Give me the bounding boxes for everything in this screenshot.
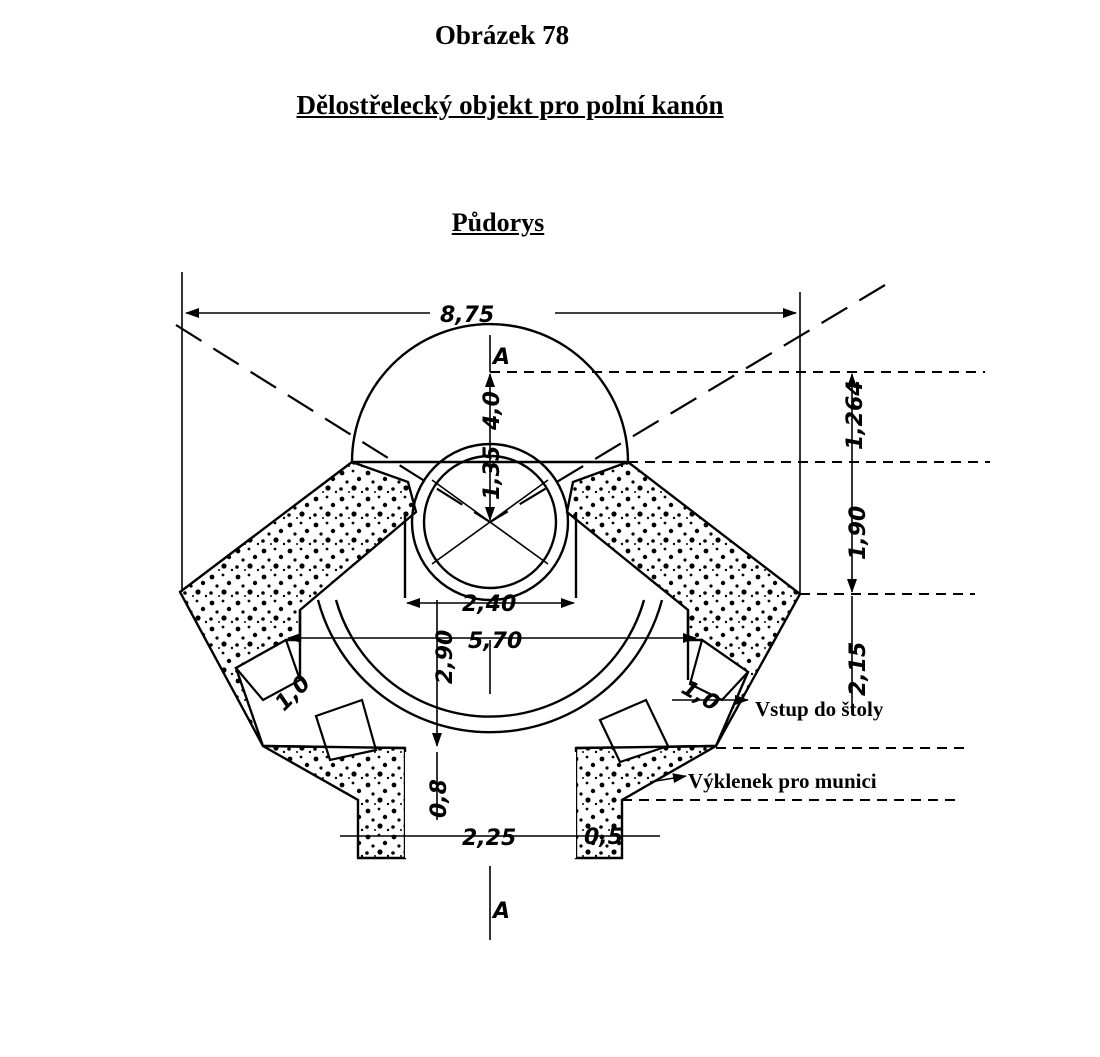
dim-rear-top: 1,264	[843, 380, 868, 450]
dim-total-width: 8,75	[440, 303, 494, 328]
right-wall	[565, 460, 802, 860]
chamber	[262, 512, 717, 750]
left-wall	[178, 460, 418, 860]
dim-wall-right: 0,5	[584, 825, 623, 850]
front-arc	[350, 322, 630, 463]
dim-depth: 2,90	[433, 630, 458, 684]
dim-entrance-width: 2,25	[462, 826, 516, 851]
section-mark-bottom: A	[491, 899, 510, 924]
niches	[234, 638, 750, 858]
firing-sector	[175, 284, 886, 523]
dim-rear-width: 5,70	[468, 629, 522, 654]
dim-mid-height: 1,90	[846, 506, 871, 560]
dim-recess-depth: 0,8	[427, 779, 452, 818]
dimension-lines	[185, 308, 857, 837]
dim-opening-width: 2,40	[462, 592, 516, 617]
figure-number: Obrázek 78	[434, 20, 570, 50]
callout-ammo-niche: Výklenek pro munici	[688, 769, 877, 793]
dim-lower-height: 2,15	[846, 642, 871, 696]
dim-ring-outer: 4,0	[480, 391, 505, 431]
callout-entrance: Vstup do štoly	[755, 697, 884, 721]
section-mark-top: A	[491, 345, 510, 370]
extension-lines	[181, 272, 990, 940]
plan-view-heading: Půdorys	[451, 208, 545, 237]
figure-title: Dělostřelecký objekt pro polní kanón	[296, 90, 724, 120]
dim-ring-inner: 1,35	[480, 446, 505, 500]
